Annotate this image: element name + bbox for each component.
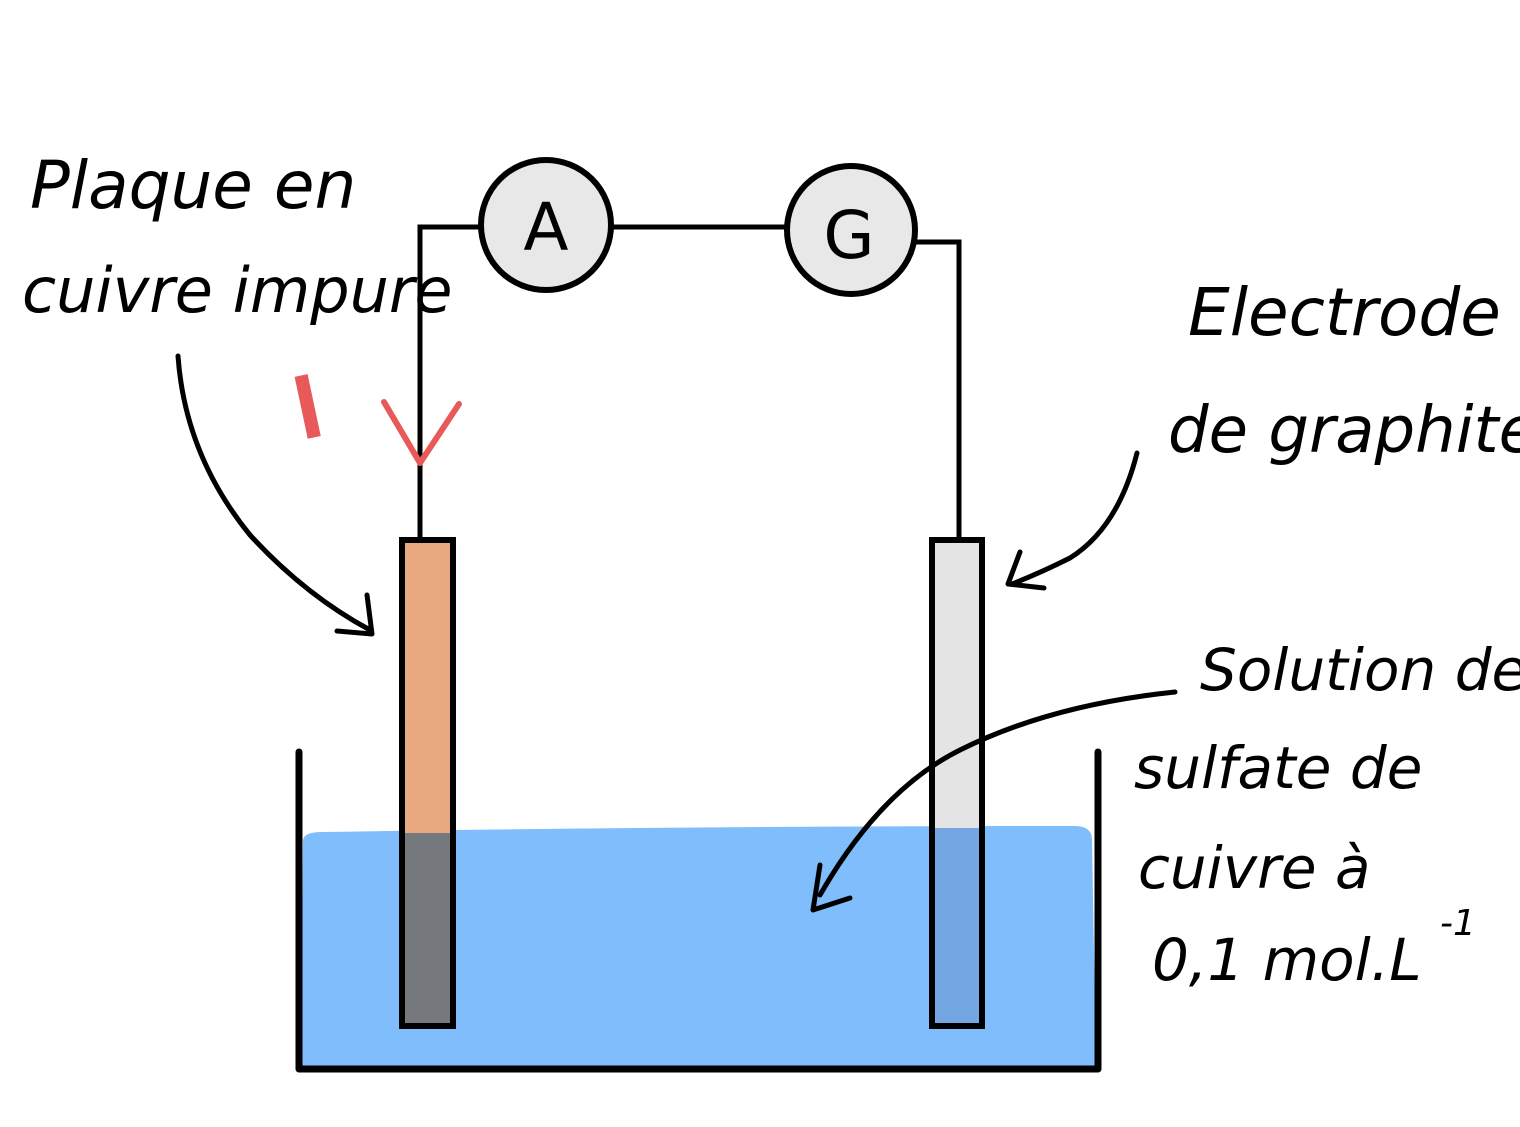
solution-pointer-arrow (810, 689, 1178, 913)
copper-electrode-outline (399, 537, 456, 1029)
copper-sulfate-solution (301, 826, 1096, 1068)
galvanometer: G (784, 163, 918, 297)
solution-label-exponent: -1 (1440, 903, 1476, 944)
copper-plate-label: Plaque en cuivre impure (22, 147, 453, 327)
beaker (295, 748, 1102, 1073)
current-direction-arrow (381, 399, 462, 466)
ammeter-circle (478, 157, 614, 293)
copper-plate-pointer-arrow (175, 353, 375, 637)
galvanometer-symbol: G (823, 197, 874, 274)
solution-label-line2: sulfate de (1134, 734, 1422, 802)
galvanometer-circle (784, 163, 918, 297)
graphite-electrode-submerged (932, 828, 982, 1026)
graphite-electrode-label: Electrode de graphite. (1168, 274, 1520, 468)
circuit-wire (417, 224, 962, 540)
graphite-electrode-label-line2: de graphite. (1168, 394, 1520, 468)
copper-plate-label-line2: cuivre impure (22, 254, 453, 327)
graphite-electrode-label-line1: Electrode (1188, 274, 1501, 351)
copper-plate-label-line1: Plaque en (30, 147, 356, 224)
graphite-electrode (932, 540, 982, 828)
graphite-pointer-arrow (1005, 450, 1140, 591)
copper-electrode (402, 540, 453, 833)
copper-electrode-submerged (402, 833, 453, 1026)
current-label: I (285, 354, 331, 459)
graphite-electrode-outline (929, 537, 985, 1029)
solution-label-line4: 0,1 mol.L (1152, 926, 1422, 994)
solution-label-line1: Solution de (1200, 636, 1520, 704)
ammeter-symbol: A (523, 189, 568, 266)
solution-label-line3: cuivre à (1138, 834, 1371, 902)
solution-label: Solution de sulfate de cuivre à 0,1 mol.… (1134, 636, 1520, 994)
ammeter: A (478, 157, 614, 293)
